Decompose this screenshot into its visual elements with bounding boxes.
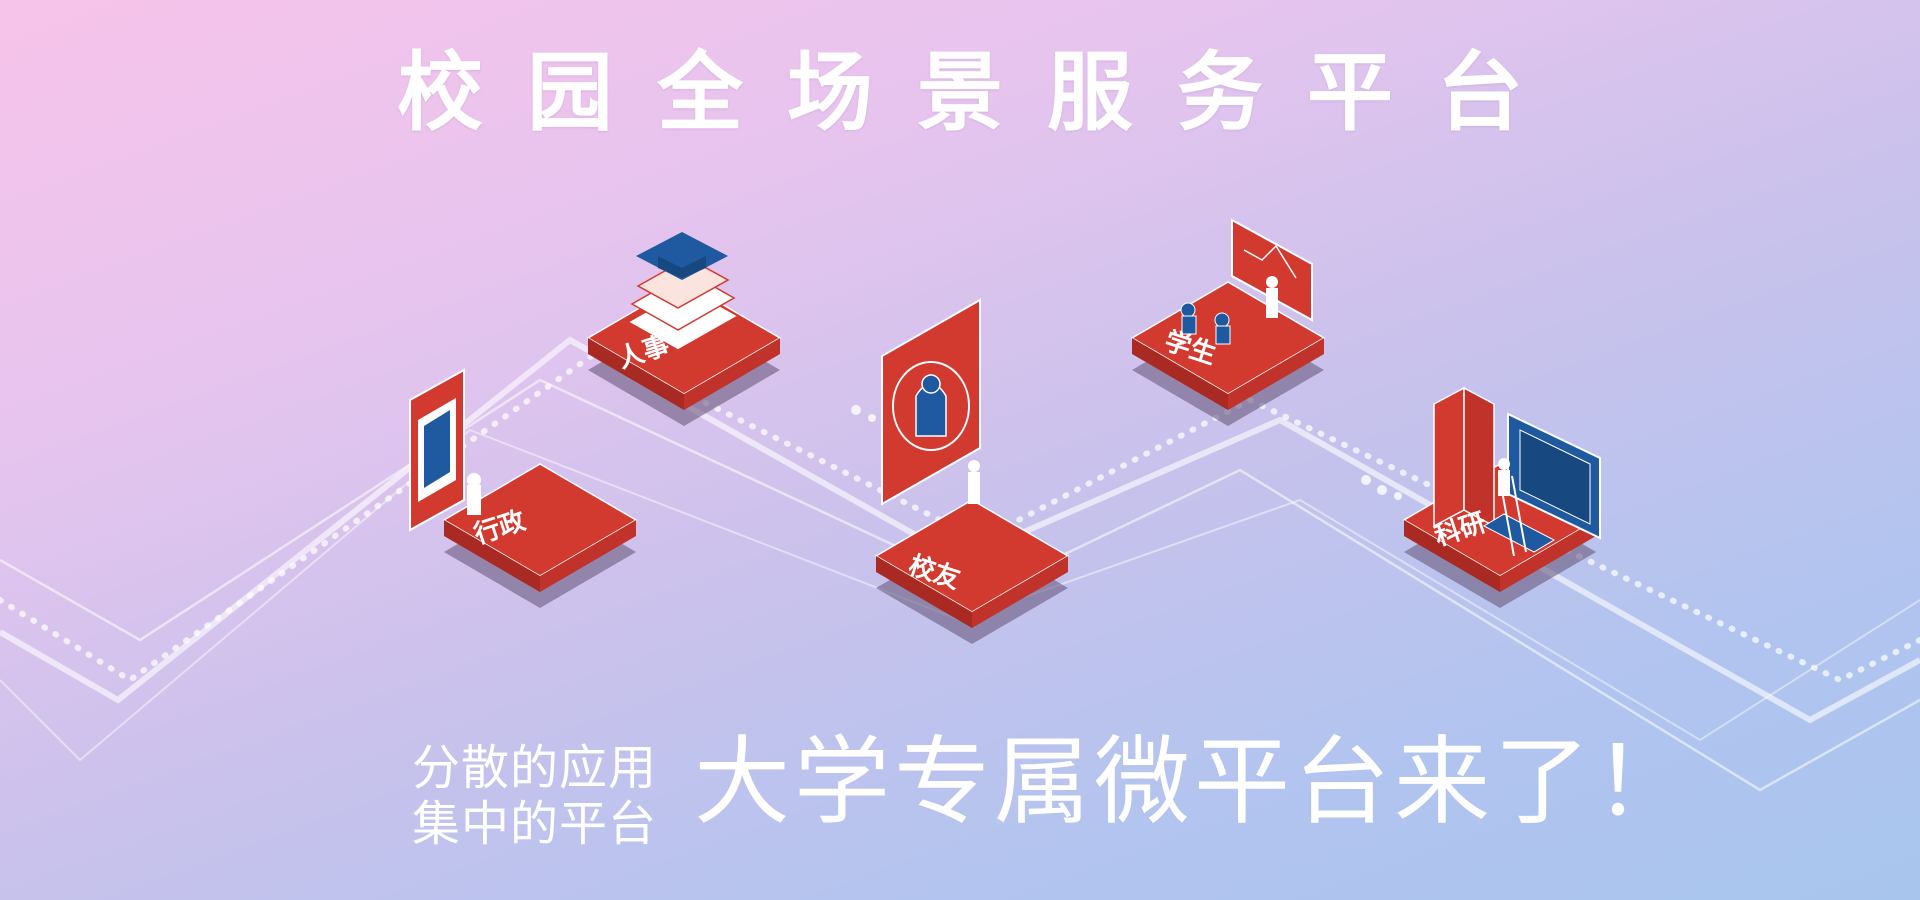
module-keyan[interactable]: 科研 bbox=[1402, 386, 1601, 608]
page-title: 校园全场景服务平台 bbox=[397, 43, 1567, 143]
alumni-portrait-icon bbox=[881, 298, 981, 506]
module-renshi[interactable]: 人事 bbox=[586, 232, 782, 426]
research-monitor-icon bbox=[1433, 386, 1601, 553]
phone-document-icon bbox=[409, 368, 465, 532]
person-figure-icon bbox=[467, 473, 481, 515]
decorative-dots bbox=[851, 405, 1402, 500]
module-xiaoyou[interactable]: 校友 bbox=[874, 298, 1070, 644]
tagline: 分散的应用 集中的平台 bbox=[412, 740, 657, 852]
tagline-line-1: 分散的应用 bbox=[412, 740, 658, 796]
module-xuesheng[interactable]: 学生 bbox=[1130, 218, 1326, 426]
connector-line-dotted bbox=[0, 346, 1920, 684]
ladder-person-icon bbox=[1498, 458, 1527, 557]
classroom-blackboard-icon bbox=[1180, 218, 1313, 345]
graduation-cap-books-icon bbox=[626, 232, 740, 351]
tagline-line-2: 集中的平台 bbox=[412, 796, 658, 852]
slogan: 大学专属微平台来了！ bbox=[694, 726, 1694, 838]
person-figure-icon bbox=[968, 460, 980, 504]
module-xingzheng[interactable]: 行政 bbox=[409, 368, 638, 608]
